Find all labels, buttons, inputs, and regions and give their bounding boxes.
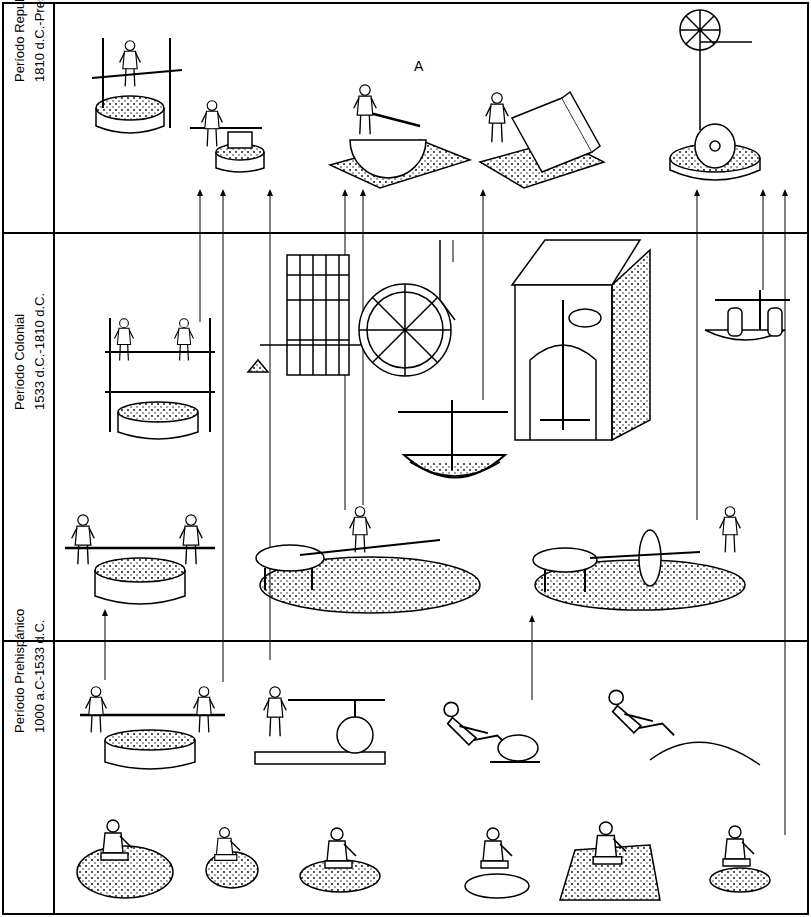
rocker-stone — [350, 140, 426, 178]
worker — [481, 828, 512, 868]
runner-stone — [728, 308, 742, 336]
screw-press — [398, 400, 508, 478]
colonial-figures — [65, 240, 790, 613]
arrow — [483, 192, 484, 400]
worker — [264, 687, 287, 736]
republican-figures — [92, 10, 760, 188]
column-divider — [53, 2, 55, 915]
period-name: Período Republicano — [10, 56, 30, 82]
period-dates: 1533 d.C.-1810 d.C. — [30, 384, 50, 410]
frame — [92, 38, 182, 128]
arrow — [763, 192, 764, 290]
worker — [720, 507, 741, 553]
arrow — [200, 192, 201, 322]
period-label: Período Republicano1810 d.C.-Presente — [10, 56, 54, 82]
period-band: Período Republicano1810 d.C.-Presente — [2, 2, 809, 234]
flume — [440, 240, 455, 320]
ore — [118, 402, 198, 422]
runner-stone — [639, 530, 661, 586]
worker — [72, 515, 95, 564]
runner-stone — [695, 124, 735, 168]
worker — [86, 687, 107, 733]
worker — [101, 820, 132, 860]
worker — [723, 826, 754, 866]
wheel-spokes — [680, 10, 752, 130]
ore — [410, 462, 500, 476]
worker — [215, 828, 240, 861]
ground — [330, 140, 470, 188]
ox — [533, 548, 597, 572]
ore-pile — [248, 360, 268, 372]
prehispanic-figures — [77, 687, 770, 900]
base — [490, 761, 540, 763]
platform — [255, 752, 385, 764]
ore — [105, 730, 195, 750]
mill-house-side — [612, 250, 650, 440]
wheel-spokes — [359, 284, 451, 376]
arrow — [785, 192, 786, 835]
worker — [444, 702, 509, 747]
ox-legs — [545, 552, 700, 592]
period-band: Período Prehispánico1000 a.C-1533 d.C. — [2, 640, 809, 915]
water-wheel — [359, 284, 451, 376]
arrow — [105, 612, 106, 680]
grinding-stone — [710, 868, 770, 892]
lever — [190, 127, 262, 129]
worker — [114, 319, 133, 361]
ox — [256, 545, 324, 571]
arrow — [697, 192, 698, 520]
bar — [288, 700, 385, 718]
runner-stone — [768, 308, 782, 336]
arrow-lines — [105, 192, 785, 835]
rocker-side — [562, 92, 600, 152]
worker — [354, 85, 377, 134]
period-name: Período Prehispánico — [10, 707, 30, 733]
period-label: Período Colonial1533 d.C.-1810 d.C. — [10, 384, 54, 410]
worker — [180, 515, 203, 564]
hub — [710, 141, 720, 151]
period-dates: 1810 d.C.-Presente — [30, 56, 50, 82]
period-name: Período Colonial — [10, 384, 30, 410]
handle — [366, 112, 420, 126]
mill-house — [515, 285, 612, 440]
worker — [325, 828, 356, 868]
ore — [96, 96, 164, 120]
worker — [593, 822, 626, 864]
ox-legs — [265, 540, 440, 590]
worker — [202, 101, 223, 147]
worker — [120, 41, 141, 87]
worker — [174, 319, 193, 361]
period-dates: 1000 a.C-1533 d.C. — [30, 707, 50, 733]
stone — [228, 132, 252, 148]
grinding-stone — [465, 874, 529, 898]
period-label: Período Prehispánico1000 a.C-1533 d.C. — [10, 707, 54, 733]
worker — [609, 690, 674, 735]
rock — [650, 742, 760, 765]
figure-letter: A — [413, 58, 424, 74]
arrow — [223, 192, 224, 682]
arrow — [532, 618, 533, 700]
rocker-stone — [498, 735, 538, 761]
worker — [194, 687, 215, 733]
period-band: Período Colonial1533 d.C.-1810 d.C. — [2, 232, 809, 642]
horse — [569, 309, 601, 327]
pot — [337, 717, 373, 753]
worker — [486, 93, 509, 142]
ore — [95, 558, 185, 582]
leader-line — [453, 240, 454, 262]
worker — [350, 507, 371, 553]
